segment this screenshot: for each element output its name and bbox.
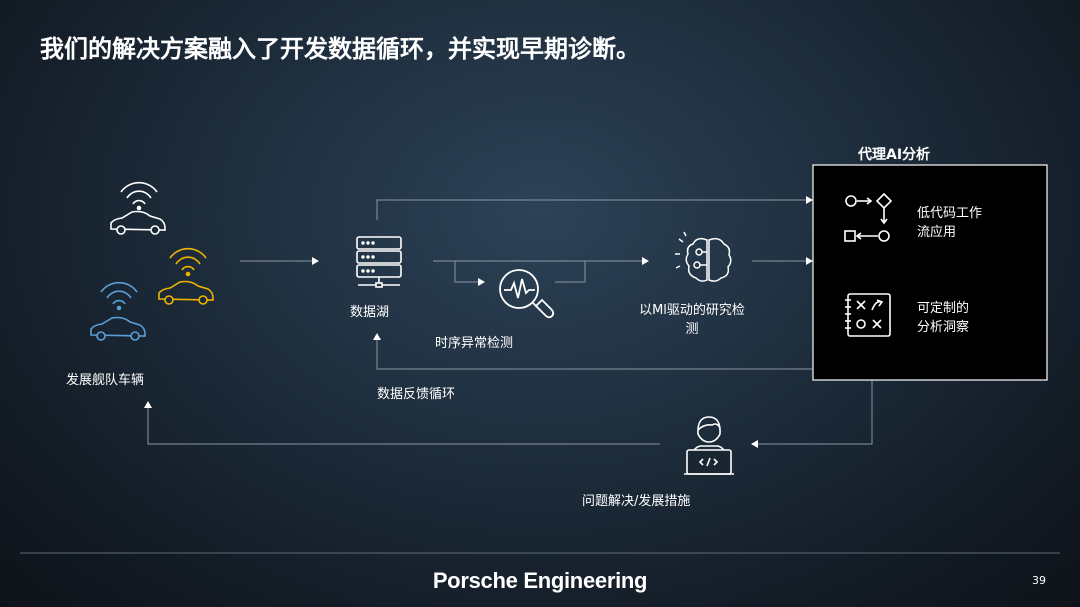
agent-box-title: 代理AI分析 xyxy=(858,147,931,163)
developer-icon xyxy=(684,416,734,475)
arrow-feedback-loop xyxy=(373,333,812,370)
car-yellow-icon xyxy=(158,247,214,305)
arrow-lake-to-agent xyxy=(376,196,813,220)
data-lake-label: 数据湖 xyxy=(350,305,390,320)
agent-ai-box xyxy=(812,164,1048,381)
feedback-loop-label: 数据反馈循环 xyxy=(377,387,456,402)
car-white-icon xyxy=(110,181,166,235)
analysis-board-icon xyxy=(845,293,891,337)
brain-ml-icon xyxy=(675,231,732,282)
anomaly-label: 时序异常检测 xyxy=(435,336,514,351)
ml-research-label: 以Ml驱动的研究检测 xyxy=(639,303,745,337)
workflow-label: 低代码工作流应用 xyxy=(917,206,983,240)
page-title: 我们的解决方案融入了开发数据循环，并实现早期诊断。 xyxy=(40,35,640,63)
fleet-label: 发展舰队车辆 xyxy=(66,373,145,388)
anomaly-search-icon xyxy=(499,269,555,319)
page-number: 39 xyxy=(1032,574,1046,587)
analysis-label: 可定制的分析洞察 xyxy=(917,301,970,335)
brand-logo: Porsche Engineering xyxy=(432,568,648,593)
workflow-icon xyxy=(844,192,893,242)
arrow-solution-to-fleet xyxy=(144,401,660,445)
line-from-anomaly xyxy=(555,261,586,283)
car-blue-icon xyxy=(90,281,146,341)
arrow-agent-to-solution xyxy=(751,381,873,448)
connector-lines xyxy=(144,196,873,448)
arrow-to-anomaly xyxy=(454,261,485,286)
server-icon xyxy=(356,236,402,288)
solution-label: 问题解决/发展措施 xyxy=(582,494,691,509)
